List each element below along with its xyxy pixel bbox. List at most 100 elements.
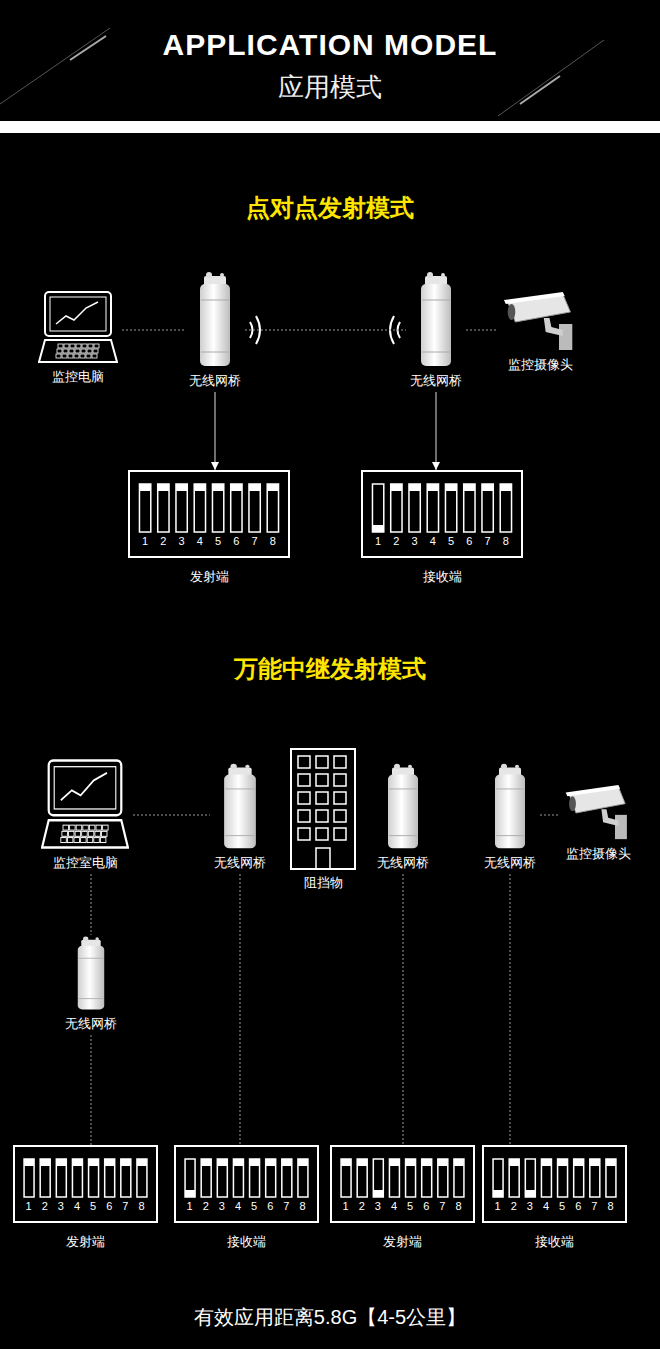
laptop-screen-inner: [50, 297, 106, 331]
dip-switches: [130, 472, 288, 556]
switch-role-label: 接收端: [361, 568, 523, 586]
switch-slider: [120, 1159, 130, 1166]
icon: [222, 762, 258, 850]
switch-slot: [217, 1159, 227, 1197]
switch-number: 6: [101, 1200, 117, 1212]
switch-slot: [427, 484, 438, 532]
icon: [38, 290, 118, 364]
icon: [41, 758, 129, 850]
connector: [403, 874, 404, 1145]
wireless-bridge: 无线网桥: [406, 270, 466, 390]
switch-number: 5: [554, 1200, 570, 1212]
switch-slot: [493, 1159, 503, 1197]
switch-slider: [541, 1159, 551, 1166]
switch-slider: [136, 1159, 146, 1166]
switch-slider: [421, 1159, 431, 1166]
switch-number: 7: [117, 1200, 133, 1212]
switch-slot: [185, 1159, 195, 1197]
icon: [502, 292, 578, 352]
switch-slot: [233, 1159, 243, 1197]
bridge-seam: [79, 958, 104, 959]
bridge-seam: [201, 300, 229, 301]
switch-number: 1: [338, 1200, 354, 1212]
switch-slot: [409, 484, 420, 532]
switch-number: 1: [369, 535, 387, 547]
chart-line: [56, 302, 98, 324]
switch-number: 6: [460, 535, 478, 547]
switch-slot: [341, 1159, 351, 1197]
bridge-knob: [441, 273, 445, 277]
bridge-body: [78, 946, 104, 1010]
connector: [240, 874, 241, 1145]
switch-number: 8: [264, 535, 282, 547]
laptop-screen-inner: [54, 767, 116, 809]
bridge-seam: [422, 300, 450, 301]
obstacle-building: 阻挡物: [286, 748, 360, 892]
camera-arm: [544, 318, 563, 336]
switch-number: 4: [386, 1200, 402, 1212]
switch-slot: [136, 1159, 146, 1197]
switch-slot: [72, 1159, 82, 1197]
section-title: 点对点发射模式: [0, 192, 660, 224]
camera-hood: [504, 292, 565, 304]
switch-number: 2: [354, 1200, 370, 1212]
switch-slider: [464, 484, 475, 491]
switch-number: 2: [506, 1200, 522, 1212]
icon: [198, 270, 232, 368]
node-label: 无线网桥: [61, 1015, 121, 1033]
camera-plate: [559, 324, 572, 350]
bridge-seam: [422, 352, 450, 353]
bridge-body: [421, 284, 451, 366]
switch-slider: [341, 1159, 351, 1166]
switch-slot: [40, 1159, 50, 1197]
bridge-knob: [245, 765, 249, 769]
switch-slot: [557, 1159, 567, 1197]
switch-number: 2: [154, 535, 172, 547]
page-subtitle: 应用模式: [0, 70, 660, 105]
switch-slot: [158, 484, 169, 532]
switch-role-label: 发射端: [330, 1233, 475, 1251]
switch-slider: [391, 484, 402, 491]
dip-switch-box: 12345678发射端: [330, 1145, 475, 1251]
dip-panel: 12345678: [174, 1145, 319, 1223]
switch-slider: [372, 525, 383, 532]
switch-role-label: 发射端: [13, 1233, 158, 1251]
connector: [436, 392, 437, 470]
dip-switches: [363, 472, 521, 556]
switch-slider: [589, 1159, 599, 1166]
connector: [510, 874, 511, 1145]
switch-slider: [437, 1159, 447, 1166]
dip-panel: 12345678: [13, 1145, 158, 1223]
switch-slider: [185, 1190, 195, 1197]
switch-number: 4: [538, 1200, 554, 1212]
node-label: 无线网桥: [210, 854, 270, 872]
switch-number: 8: [133, 1200, 149, 1212]
dip-switch-box: 12345678发射端: [128, 470, 290, 586]
switch-slider: [40, 1159, 50, 1166]
dip-switch-box: 12345678接收端: [482, 1145, 627, 1251]
switch-number: 3: [53, 1200, 69, 1212]
switch-slider: [409, 484, 420, 491]
switch-slider: [176, 484, 187, 491]
switch-slider: [231, 484, 242, 491]
switch-number: 8: [497, 535, 515, 547]
dip-switches: [176, 1147, 317, 1221]
node-label: 无线网桥: [406, 372, 466, 390]
wireless-bridge: 无线网桥: [373, 762, 433, 872]
switch-slider: [405, 1159, 415, 1166]
switch-number: 8: [294, 1200, 310, 1212]
switch-role-label: 接收端: [482, 1233, 627, 1251]
dip-panel: 12345678: [128, 470, 290, 558]
switch-slot: [297, 1159, 307, 1197]
switch-slider: [217, 1159, 227, 1166]
switch-slider: [357, 1159, 367, 1166]
switch-slot: [139, 484, 150, 532]
icon: [76, 935, 106, 1011]
keyboard: [61, 825, 108, 842]
laptop-screen: [49, 760, 122, 815]
switch-number: 6: [418, 1200, 434, 1212]
bridge-seam: [389, 788, 417, 789]
switch-slot: [212, 484, 223, 532]
wireless-bridge: 无线网桥: [185, 270, 245, 390]
icon: [419, 270, 453, 368]
